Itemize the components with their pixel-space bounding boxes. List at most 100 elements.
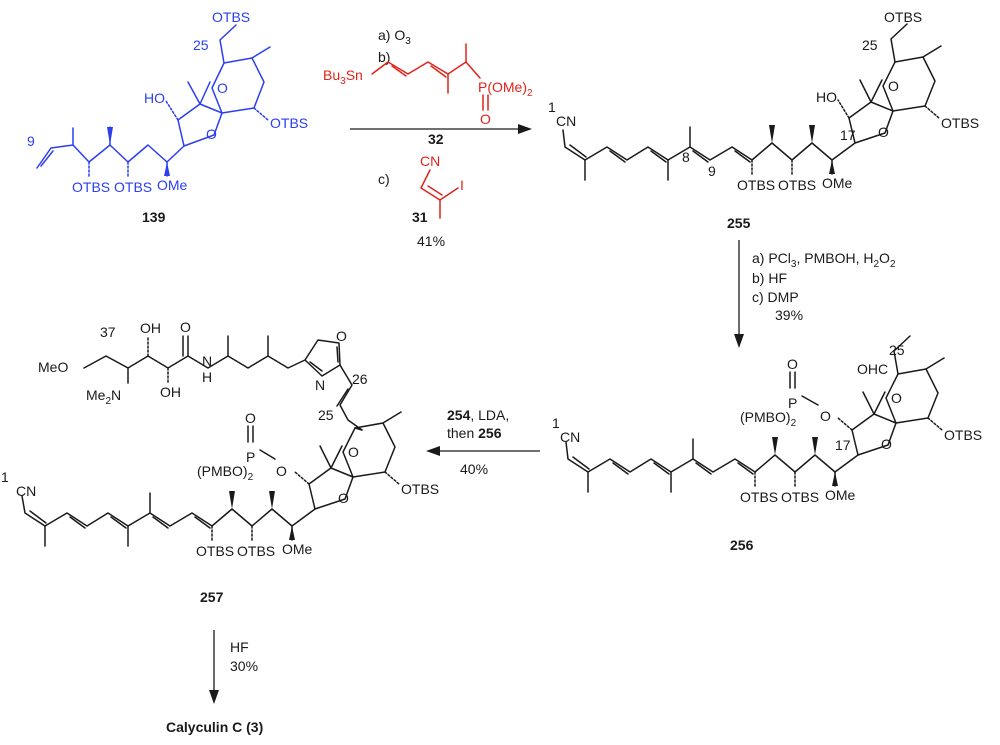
compound-256-label-o-link: O xyxy=(820,408,831,424)
compound-139-label-otbs-right: OTBS xyxy=(270,115,308,131)
product-label: Calyculin C (3) xyxy=(166,719,263,735)
compound-257-bonds xyxy=(21,335,402,547)
compound-139-number: 139 xyxy=(142,209,166,225)
compound-257-label-oh1: OH xyxy=(140,320,161,336)
compound-256-number: 256 xyxy=(730,537,754,553)
compound-139-label-o-ring2: O xyxy=(217,80,228,96)
compound-255-label-o-ring2: O xyxy=(888,78,899,94)
step-2-reagents: a) PCl3, PMBOH, H2O2 b) HF c) DMP 39% xyxy=(752,250,896,323)
compound-257-label-oh2: OH xyxy=(160,384,181,400)
compound-255: 1 CN 8 9 17 25 OTBS HO OTBS OTBS OTBS OM… xyxy=(548,9,979,231)
compound-256-label-c25: 25 xyxy=(889,342,905,358)
compound-256-label-o-ring2: O xyxy=(891,390,902,406)
compound-255-wedge-ome xyxy=(829,160,835,174)
compound-255-label-otbs-2: OTBS xyxy=(778,177,816,193)
compound-257-label-amide-n: N xyxy=(202,353,212,369)
compound-139-label-otbs-1: OTBS xyxy=(72,179,110,195)
compound-255-label-otbs-top: OTBS xyxy=(884,9,922,25)
compound-257-number: 257 xyxy=(200,589,224,605)
compound-257-label-cn: CN xyxy=(16,483,36,499)
compound-139-label-otbs-2: OTBS xyxy=(114,179,152,195)
compound-139-label-ome: OMe xyxy=(157,177,188,193)
compound-31-number: 31 xyxy=(412,209,428,225)
compound-32-label-p: P(OMe)2 xyxy=(478,79,533,99)
step-2-label-b: b) HF xyxy=(752,270,787,286)
step-1-reagents: a) O3 b) Bu3Sn P(OMe)2 O 32 c) CN xyxy=(323,27,533,249)
compound-255-label-c8: 8 xyxy=(682,149,690,165)
step-4-reagents: HF 30% xyxy=(230,639,258,674)
compound-257-label-c1: 1 xyxy=(1,469,9,485)
compound-255-wedge-me2 xyxy=(809,125,815,143)
compound-256-label-otbs-right: OTBS xyxy=(944,427,982,443)
compound-255-label-cn: CN xyxy=(556,113,576,129)
arrow-step-3 xyxy=(426,446,540,456)
compound-257-label-c26: 26 xyxy=(352,371,368,387)
compound-255-number: 255 xyxy=(727,215,751,231)
compound-256-label-o-ring1: O xyxy=(881,436,892,452)
compound-257-wedge-ome xyxy=(289,526,295,540)
step-1-label-a: a) O3 xyxy=(378,27,411,47)
compound-139-bonds xyxy=(36,24,271,179)
compound-32-number: 32 xyxy=(428,131,444,147)
compound-256-label-o-dbl: O xyxy=(787,356,798,372)
compound-256-label-ome: OMe xyxy=(825,487,856,503)
compound-255-label-o-ring1: O xyxy=(878,124,889,140)
compound-31: CN I 31 xyxy=(412,153,464,225)
arrow-step-4 xyxy=(209,630,219,704)
compound-32-bonds xyxy=(371,43,489,111)
compound-257-label-otbs-right: OTBS xyxy=(401,481,439,497)
compound-257-label-me2n: Me2N xyxy=(86,387,121,407)
compound-256-wedge-me1 xyxy=(772,437,778,455)
compound-257-label-amide-o: O xyxy=(180,319,191,335)
compound-139: 9 25 OTBS HO OTBS OTBS OTBS OMe O O 139 xyxy=(27,9,308,225)
compound-139-label-c9: 9 xyxy=(27,133,35,149)
step-1-label-b: b) xyxy=(378,49,390,65)
compound-139-wedge-methyl xyxy=(107,127,113,145)
compound-257-label-otbs-2: OTBS xyxy=(237,543,275,559)
compound-257-label-pmbo: (PMBO)2 xyxy=(197,463,254,483)
compound-257-label-o-link: O xyxy=(276,463,287,479)
compound-255-label-c9: 9 xyxy=(708,163,716,179)
step-1-label-c: c) xyxy=(378,171,390,187)
compound-255-label-c1: 1 xyxy=(548,99,556,115)
compound-255-label-c17: 17 xyxy=(840,127,856,143)
compound-257-label-ox-o: O xyxy=(336,328,347,344)
compound-31-label-cn: CN xyxy=(420,153,440,169)
compound-256-label-otbs-1: OTBS xyxy=(740,489,778,505)
compound-257-wedge-me1 xyxy=(229,491,235,509)
compound-255-label-otbs-right: OTBS xyxy=(941,115,979,131)
compound-32-label-bu3sn: Bu3Sn xyxy=(323,67,363,87)
compound-256-label-ohc: OHC xyxy=(857,361,888,377)
compound-139-label-c25: 25 xyxy=(193,37,209,53)
step-3-label-reagent: 254, LDA, xyxy=(447,407,509,423)
compound-32-label-o: O xyxy=(480,111,491,127)
compound-256-label-c17: 17 xyxy=(835,437,851,453)
compound-139-label-otbs-top: OTBS xyxy=(212,9,250,25)
compound-257-label-amide-h: H xyxy=(202,369,212,385)
step-4-yield: 30% xyxy=(230,658,258,674)
compound-256-wedge-me2 xyxy=(812,437,818,455)
compound-256: 1 CN 17 25 OHC (PMBO)2 P O O OTBS OTBS O… xyxy=(552,335,982,553)
compound-257-label-c25: 25 xyxy=(318,407,334,423)
compound-31-label-i: I xyxy=(460,177,464,193)
compound-256-label-p: P xyxy=(788,395,797,411)
compound-255-bonds xyxy=(562,23,942,181)
compound-139-wedge-ome xyxy=(164,162,170,176)
compound-31-bonds xyxy=(420,169,459,219)
compound-257-label-c37: 37 xyxy=(100,324,116,340)
compound-139-label-ho: HO xyxy=(144,90,165,106)
arrow-step-1 xyxy=(350,124,532,134)
step-3-yield: 40% xyxy=(460,461,488,477)
arrow-step-2 xyxy=(734,240,744,348)
compound-257-label-ox-n: N xyxy=(315,377,325,393)
step-1-yield: 41% xyxy=(417,233,445,249)
compound-256-label-pmbo: (PMBO)2 xyxy=(740,409,797,429)
compound-256-wedge-ome xyxy=(832,472,838,486)
compound-257-label-otbs-1: OTBS xyxy=(196,543,234,559)
compound-255-label-ome: OMe xyxy=(822,175,853,191)
compound-255-label-c25: 25 xyxy=(862,37,878,53)
step-3-reagents: 254, LDA, then 256 40% xyxy=(447,407,509,477)
step-2-yield: 39% xyxy=(775,307,803,323)
